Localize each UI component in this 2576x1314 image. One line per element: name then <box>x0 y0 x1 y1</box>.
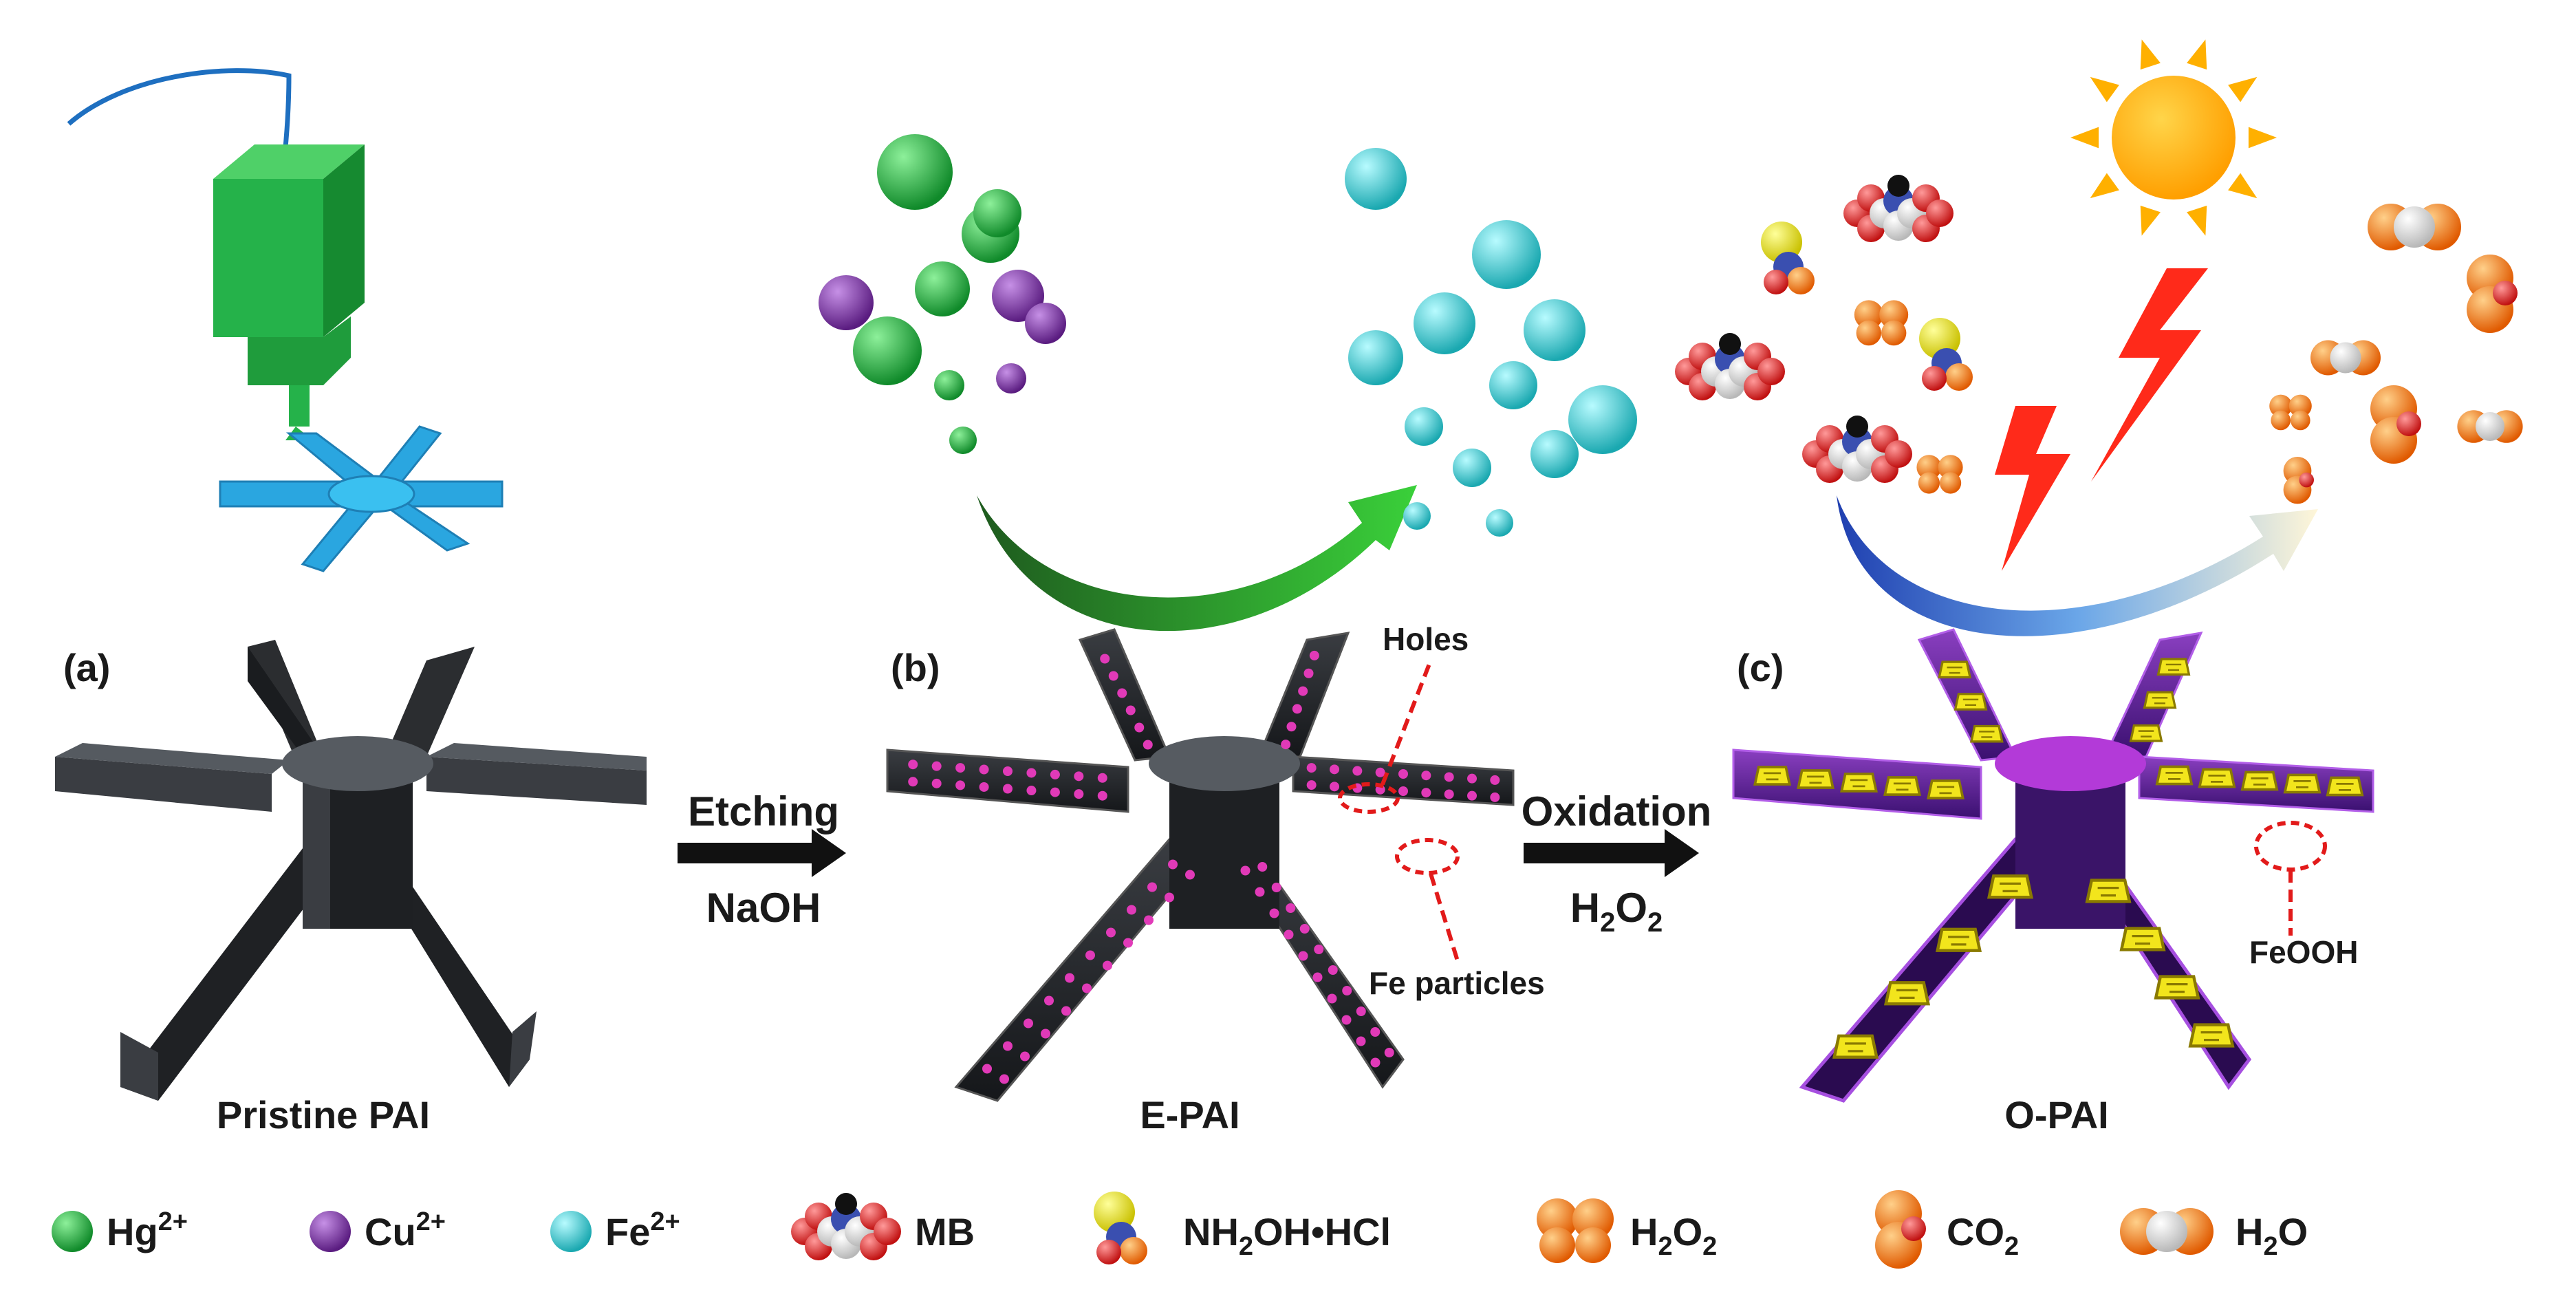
etching-title: Etching <box>688 788 839 834</box>
mb-molecule-icon <box>791 1193 901 1260</box>
fe-particles-marker <box>1395 838 1460 875</box>
lightning-bolt-icon-2 <box>1995 406 2070 571</box>
h2o2-molecule-icon <box>1537 1198 1614 1263</box>
holes-marker <box>1338 782 1400 814</box>
lightning-bolt-icon <box>2091 268 2208 482</box>
oxidation-title: Oxidation <box>1522 788 1712 834</box>
panel-a-caption: Pristine PAI <box>217 1093 430 1137</box>
panel-b-tag: (b) <box>891 646 940 689</box>
fe-sphere-icon <box>550 1211 592 1252</box>
etching-step: Etching NaOH <box>678 788 846 931</box>
cu-sphere-icon <box>310 1211 351 1252</box>
legend-h2o: H2O <box>2120 1208 2308 1261</box>
legend-co2: CO2 <box>1875 1190 2019 1269</box>
legend-mb: MB <box>791 1193 975 1260</box>
sun-icon <box>2070 39 2277 236</box>
photocatalysis-illustration <box>1675 39 2523 636</box>
svg-text:MB: MB <box>915 1210 975 1253</box>
h2o-molecule-icon <box>2120 1208 2214 1255</box>
legend-nh2oh: NH2OH•HCl <box>1094 1192 1391 1264</box>
panel-c-caption: O-PAI <box>2004 1093 2108 1137</box>
oxidation-arrow <box>1524 829 1699 877</box>
fe-spheres <box>1345 148 1637 537</box>
ion-adsorption-illustration <box>819 134 1637 632</box>
panel-a-tag: (a) <box>63 646 110 689</box>
pristine-pai-structure <box>55 640 647 1101</box>
nh2oh-molecule-icon <box>1094 1192 1147 1264</box>
holes-label: Holes <box>1383 621 1469 657</box>
etching-reagent: NaOH <box>706 885 821 931</box>
legend-cu: Cu2+ <box>310 1207 446 1253</box>
svg-text:Fe2+: Fe2+ <box>605 1207 680 1253</box>
legend: Hg2+ Cu2+ Fe2+ MB NH2OH•HCl H2O2 CO2 H2 <box>52 1190 2308 1269</box>
feooh-marker <box>2254 821 2327 872</box>
svg-text:Cu2+: Cu2+ <box>365 1207 446 1253</box>
svg-text:H2O: H2O <box>2236 1210 2308 1261</box>
etching-arrow <box>678 829 846 877</box>
feooh-label: FeOOH <box>2249 934 2358 970</box>
svg-text:NH2OH•HCl: NH2OH•HCl <box>1183 1210 1391 1261</box>
legend-hg: Hg2+ <box>52 1207 188 1253</box>
oxidation-reagent: H2O2 <box>1570 885 1663 938</box>
hg-cu-spheres <box>819 134 1066 454</box>
o-pai-structure <box>1732 628 2374 1103</box>
3d-printer-illustration <box>67 68 504 572</box>
fe-particle-dots <box>908 650 1500 1084</box>
fe-particles-label: Fe particles <box>1369 965 1545 1001</box>
legend-fe: Fe2+ <box>550 1207 680 1253</box>
hg-sphere-icon <box>52 1211 93 1252</box>
legend-h2o2: H2O2 <box>1537 1198 1717 1263</box>
panel-c-tag: (c) <box>1737 646 1784 689</box>
svg-text:Hg2+: Hg2+ <box>107 1207 188 1253</box>
blue-degradation-arrow <box>1837 495 2318 636</box>
green-transfer-arrow <box>977 485 1417 632</box>
panel-b-caption: E-PAI <box>1140 1093 1240 1137</box>
oxidation-step: Oxidation H2O2 <box>1522 788 1712 938</box>
svg-text:H2O2: H2O2 <box>1630 1210 1717 1261</box>
e-pai-structure <box>886 628 1515 1102</box>
svg-text:CO2: CO2 <box>1947 1210 2019 1261</box>
co2-molecule-icon <box>1875 1190 1926 1269</box>
